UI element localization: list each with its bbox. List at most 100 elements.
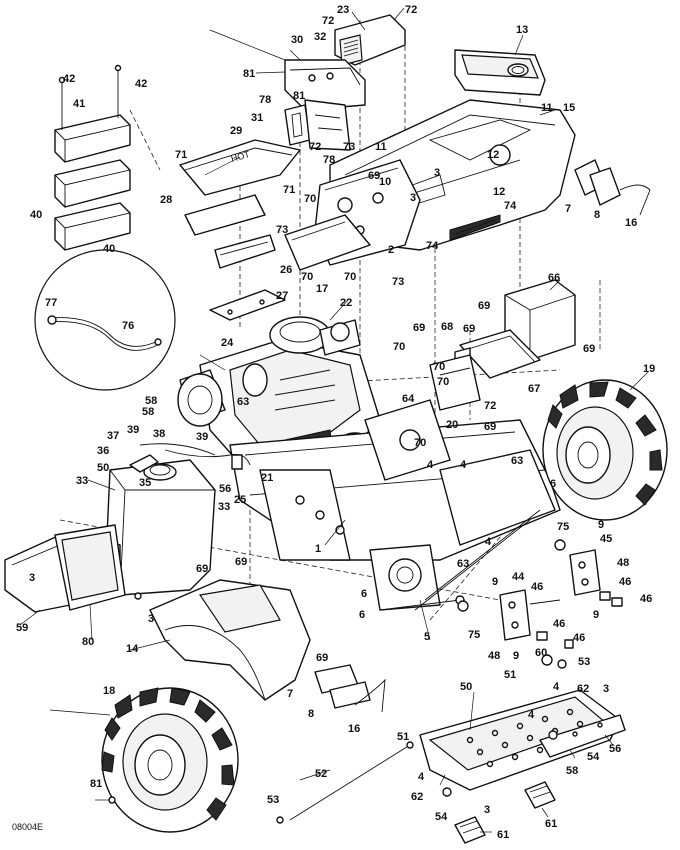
callout-45: 46 [531,581,543,593]
foot-pads [454,781,556,844]
document-number: 08004E [12,822,43,832]
callout-63-b: 63 [511,455,523,467]
callout-22: 22 [340,297,352,309]
callout-4-c: 4 [485,536,492,548]
callout-67: 68 [441,321,453,333]
callout-3-c: 3 [29,572,35,584]
callout-71-b: 71 [283,184,295,196]
callout-59-b: 58 [145,395,157,407]
callout-5: 5 [424,631,430,643]
callout-16-b: 16 [348,723,360,735]
callout-70-d: 70 [393,341,405,353]
callout-42: 42 [63,73,75,85]
callout-18: 18 [103,685,115,697]
callout-20: 20 [446,419,458,431]
callout-59: 58 [142,406,154,418]
seat-mount-bracket [284,14,406,111]
callout-51: 51 [504,669,516,681]
callout-36: 36 [97,445,109,457]
callout-80: 80 [82,636,94,648]
callout-3-b: 3 [410,192,416,204]
callout-60: 60 [535,647,547,659]
callout-57: 58 [566,765,578,777]
callout-24: 24 [221,337,234,349]
seat-side-panels [179,139,301,321]
floor-plate [284,214,371,271]
callout-7-b: 7 [287,688,293,700]
callout-72-b: 72 [405,4,417,16]
callout-52: 52 [315,768,327,780]
callout-70-e: 70 [433,361,445,373]
callout-72-c: 72 [309,141,321,153]
callout-32: 32 [314,31,326,43]
callout-labels: 23 72 72 13 30 32 81 81 78 31 72 78 73 4… [16,4,655,841]
callout-12-b: 12 [493,186,505,198]
callout-77: 77 [45,297,57,309]
callout-72: 72 [322,15,334,27]
callout-12: 12 [487,149,499,161]
callout-62-b: 62 [411,791,423,803]
bottom-hardware [108,730,558,824]
callout-2: 2 [388,244,394,256]
callout-8-b: 8 [308,708,314,720]
callout-64: 64 [402,393,415,405]
callout-71: 71 [175,149,187,161]
callout-69-g: 69 [235,556,247,568]
callout-61: 61 [545,818,557,830]
callout-62: 62 [577,683,589,695]
callout-81: 81 [243,68,255,80]
callout-69-h: 69 [316,652,328,664]
callout-41: 41 [73,98,85,110]
callout-29: 29 [230,125,242,137]
callout-69: 69 [368,170,380,182]
callout-44: 45 [600,533,612,545]
callout-9-b: 9 [593,609,599,621]
callout-35: 33 [218,501,230,513]
callout-70-b: 70 [301,271,313,283]
callout-73: 73 [343,141,355,153]
callout-25: 25 [234,494,246,506]
callout-46: 46 [619,576,631,588]
callout-19: 19 [643,363,655,375]
callout-69-e: 69 [583,343,595,355]
callout-66: 67 [528,383,540,395]
callout-7: 7 [565,203,571,215]
callout-13: 13 [516,24,528,36]
callout-69-f: 69 [196,563,208,575]
callout-75-b: 75 [468,629,480,641]
callout-61-b: 61 [497,829,509,841]
callout-69-b: 69 [478,300,490,312]
callout-54-b: 54 [435,811,448,823]
callout-9: 9 [598,519,604,531]
callout-56: 56 [219,483,231,495]
leader-lines [19,7,649,833]
callout-40-b: 40 [103,243,115,255]
callout-78-b: 78 [323,154,335,166]
callout-40: 40 [30,209,42,221]
callout-43: 44 [512,571,525,583]
callout-69-d: 69 [463,323,475,335]
callout-81-b: 81 [293,90,305,102]
callout-1: 1 [315,543,321,555]
hose-detail-inset [34,249,176,391]
callout-63: 63 [237,396,249,408]
callout-70: 70 [304,193,316,205]
callout-63-c: 63 [457,558,469,570]
callout-9-c: 9 [492,576,498,588]
callout-79: 81 [90,778,102,790]
callout-48-b: 48 [488,650,500,662]
callout-4-b: 4 [460,459,467,471]
callout-4: 4 [427,459,434,471]
left-light-assembly [314,664,386,713]
callout-47-b: 46 [573,632,585,644]
tank-mount-pan [4,524,126,613]
step-plate [419,689,626,791]
small-hardware [134,539,623,669]
callout-73-c: 73 [392,276,404,288]
callout-34: 35 [139,477,151,489]
callout-51-b: 51 [397,731,409,743]
fuel-tank [104,454,216,596]
callout-31: 31 [251,112,263,124]
callout-6-b: 6 [361,588,367,600]
callout-58: 59 [16,622,28,634]
